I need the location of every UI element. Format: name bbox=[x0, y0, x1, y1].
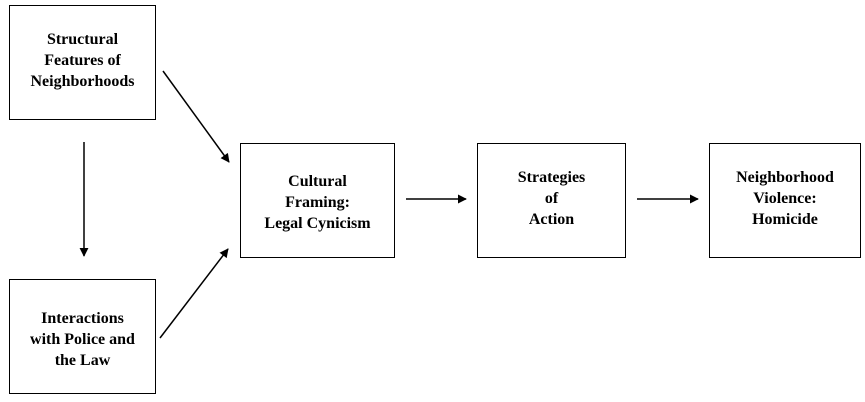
node-label: Cultural Framing: Legal Cynicism bbox=[264, 173, 371, 232]
arrow-structural-to-cultural bbox=[162, 70, 230, 163]
arrow-interactions-to-cultural bbox=[159, 248, 229, 339]
node-structural-features: Structural Features of Neighborhoods bbox=[9, 5, 156, 120]
node-label: Neighborhood Violence: Homicide bbox=[736, 169, 834, 228]
node-label: Interactions with Police and the Law bbox=[30, 310, 135, 369]
node-strategies-of-action: Strategies of Action bbox=[477, 143, 626, 258]
node-interactions-with-police: Interactions with Police and the Law bbox=[9, 279, 156, 394]
node-cultural-framing: Cultural Framing: Legal Cynicism bbox=[240, 143, 395, 258]
node-label: Structural Features of Neighborhoods bbox=[30, 31, 135, 90]
node-label: Strategies of Action bbox=[517, 169, 586, 228]
node-neighborhood-violence: Neighborhood Violence: Homicide bbox=[709, 143, 861, 258]
